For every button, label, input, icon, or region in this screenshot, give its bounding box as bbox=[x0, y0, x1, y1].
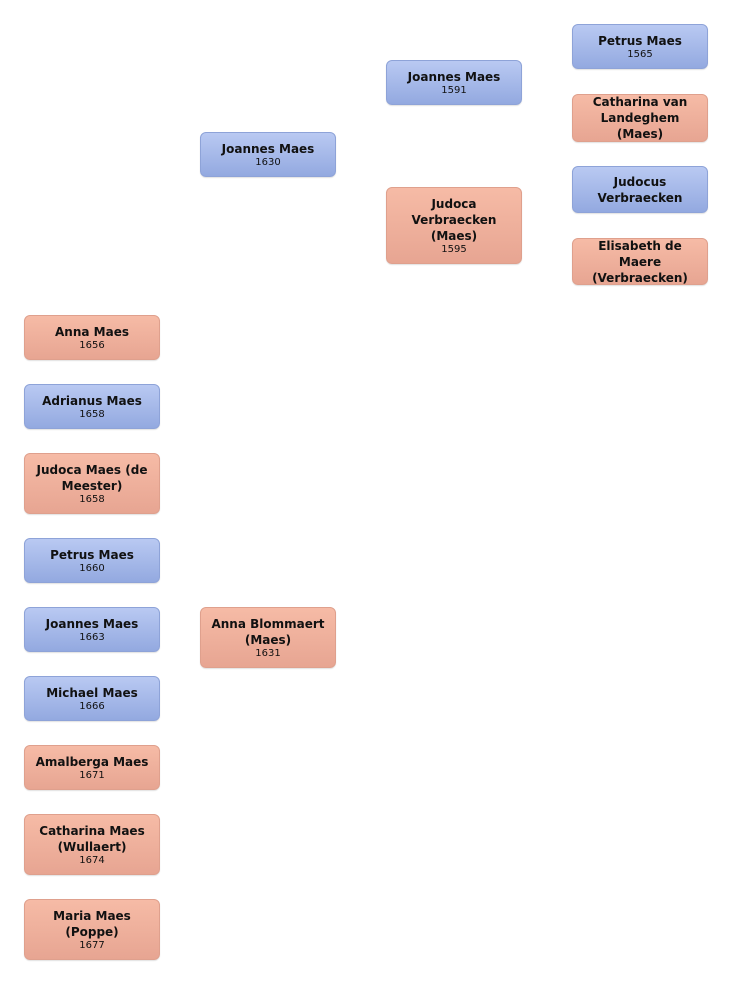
person-card-petrus-maes-1565[interactable]: Petrus Maes 1565 bbox=[572, 24, 708, 69]
person-name: Michael Maes bbox=[46, 685, 138, 700]
person-year: 1565 bbox=[627, 48, 653, 60]
person-year: 1666 bbox=[79, 700, 105, 712]
person-card-judoca-verbraecken[interactable]: Judoca Verbraecken (Maes) 1595 bbox=[386, 187, 522, 264]
person-name: Petrus Maes bbox=[50, 547, 134, 562]
person-name: Judoca Verbraecken (Maes) bbox=[411, 196, 497, 243]
person-name: Catharina Maes (Wullaert) bbox=[39, 823, 145, 854]
person-name: Elisabeth de Maere (Verbraecken) bbox=[592, 238, 688, 285]
person-year: 1674 bbox=[79, 854, 105, 866]
person-year: 1656 bbox=[79, 339, 105, 351]
person-card-catharina-van-landeghem[interactable]: Catharina van Landeghem (Maes) bbox=[572, 94, 708, 142]
person-name: Joannes Maes bbox=[45, 616, 139, 631]
person-year: 1677 bbox=[79, 939, 105, 951]
person-card-joannes-maes-1630[interactable]: Joannes Maes 1630 bbox=[200, 132, 336, 177]
person-year: 1631 bbox=[255, 647, 281, 659]
person-year: 1663 bbox=[79, 631, 105, 643]
person-card-maria-maes[interactable]: Maria Maes (Poppe) 1677 bbox=[24, 899, 160, 960]
person-name: Judocus Verbraecken bbox=[597, 174, 683, 205]
person-card-elisabeth-de-maere[interactable]: Elisabeth de Maere (Verbraecken) bbox=[572, 238, 708, 285]
person-year: 1671 bbox=[79, 769, 105, 781]
person-year: 1658 bbox=[79, 493, 105, 505]
person-card-joannes-maes-1591[interactable]: Joannes Maes 1591 bbox=[386, 60, 522, 105]
person-name: Catharina van Landeghem (Maes) bbox=[592, 95, 688, 141]
person-name: Anna Maes bbox=[55, 324, 129, 339]
person-year: 1658 bbox=[79, 408, 105, 420]
person-year: 1595 bbox=[441, 243, 467, 255]
person-card-anna-maes[interactable]: Anna Maes 1656 bbox=[24, 315, 160, 360]
person-name: Judoca Maes (de Meester) bbox=[36, 462, 148, 493]
person-year: 1630 bbox=[255, 156, 281, 168]
person-card-adrianus-maes[interactable]: Adrianus Maes 1658 bbox=[24, 384, 160, 429]
person-name: Anna Blommaert (Maes) bbox=[211, 616, 325, 647]
person-name: Petrus Maes bbox=[598, 33, 682, 48]
person-name: Joannes Maes bbox=[221, 141, 315, 156]
person-card-judoca-maes[interactable]: Judoca Maes (de Meester) 1658 bbox=[24, 453, 160, 514]
person-card-catharina-maes[interactable]: Catharina Maes (Wullaert) 1674 bbox=[24, 814, 160, 875]
person-card-petrus-maes-1660[interactable]: Petrus Maes 1660 bbox=[24, 538, 160, 583]
person-card-judocus-verbraecken[interactable]: Judocus Verbraecken bbox=[572, 166, 708, 213]
person-year: 1591 bbox=[441, 84, 467, 96]
person-card-anna-blommaert[interactable]: Anna Blommaert (Maes) 1631 bbox=[200, 607, 336, 668]
person-name: Joannes Maes bbox=[407, 69, 501, 84]
person-card-michael-maes[interactable]: Michael Maes 1666 bbox=[24, 676, 160, 721]
person-name: Maria Maes (Poppe) bbox=[53, 908, 131, 939]
person-card-joannes-maes-1663[interactable]: Joannes Maes 1663 bbox=[24, 607, 160, 652]
person-year: 1660 bbox=[79, 562, 105, 574]
person-name: Amalberga Maes bbox=[35, 754, 149, 769]
person-card-amalberga-maes[interactable]: Amalberga Maes 1671 bbox=[24, 745, 160, 790]
person-name: Adrianus Maes bbox=[42, 393, 142, 408]
